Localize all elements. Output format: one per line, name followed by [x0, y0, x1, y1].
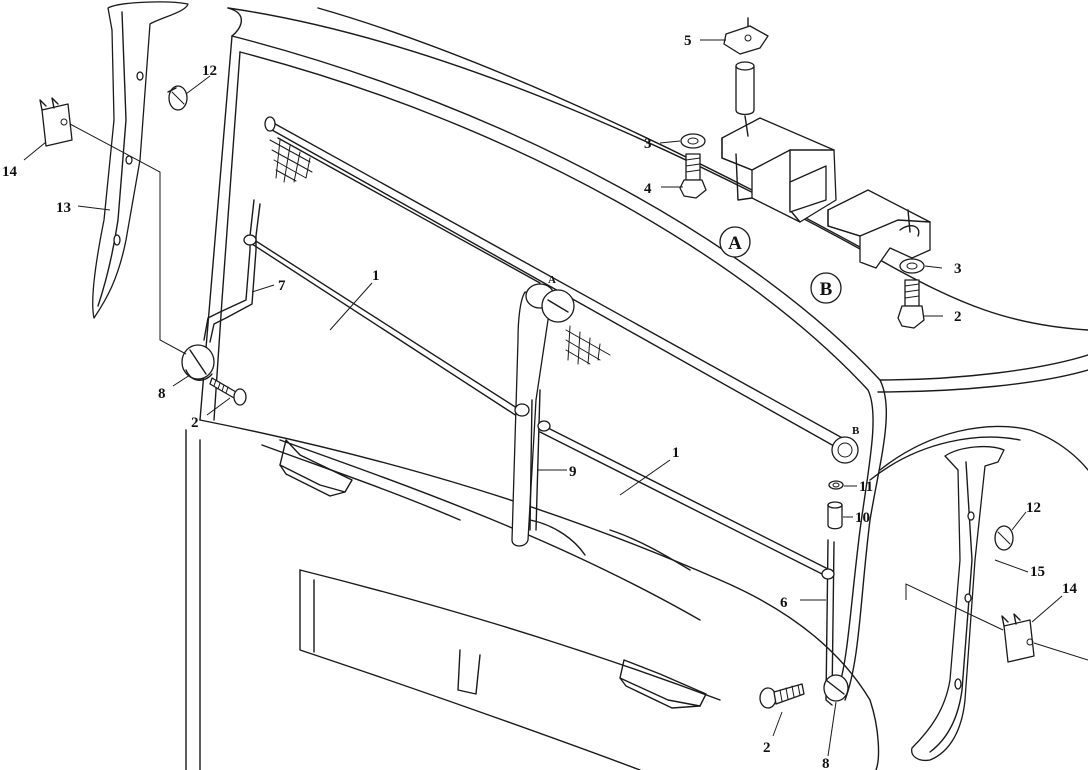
callout-3-detail-b: 3 — [954, 261, 962, 277]
body-lower-panels — [185, 419, 1088, 770]
callout-4: 4 — [644, 181, 652, 197]
callout-14-right: 14 — [1062, 581, 1078, 597]
left-pillar-trim — [92, 1, 189, 319]
spacer-part-10 — [827, 501, 843, 530]
right-pillar-trim — [911, 445, 1005, 762]
callout-12-right: 12 — [1026, 500, 1041, 516]
callout-14-left: 14 — [2, 164, 18, 180]
detail-a-washer-part-3 — [680, 133, 706, 149]
callout-5: 5 — [684, 33, 692, 49]
cross-bar-left — [247, 235, 521, 419]
detail-b-circle-label: B — [820, 279, 833, 300]
callout-12-left: 12 — [202, 63, 217, 79]
detail-a-circle-label: A — [728, 233, 742, 254]
detail-a-spacer — [735, 61, 755, 137]
right-mount-part-8 — [823, 674, 849, 702]
dash-handles — [279, 439, 707, 709]
washer-part-11 — [828, 480, 844, 490]
callout-9: 9 — [569, 464, 577, 480]
callout-8-right: 8 — [822, 756, 830, 770]
detail-a-circle — [719, 226, 751, 258]
callout-1-left: 1 — [372, 268, 380, 284]
left-mount-part-8 — [181, 344, 215, 381]
leader-lines — [23, 39, 1088, 757]
right-screw-part-2 — [759, 683, 805, 709]
left-hook-rod — [203, 199, 261, 343]
cross-bar-right — [539, 423, 831, 579]
net-mesh-center — [565, 325, 611, 365]
detail-b-circle — [810, 272, 842, 304]
callout-labels: 1 1 2 2 2 3 3 4 5 6 7 8 8 9 10 11 12 12 … — [2, 33, 1078, 770]
clip-part-14-left — [39, 97, 73, 147]
callout-11: 11 — [859, 479, 873, 495]
callout-13: 13 — [56, 200, 71, 216]
callout-8-left: 8 — [158, 386, 166, 402]
callout-2-detail-b: 2 — [954, 309, 962, 325]
callout-2-left-screw: 2 — [191, 415, 199, 431]
callout-6: 6 — [780, 595, 788, 611]
detail-b-washer-part-3 — [899, 258, 925, 274]
detail-a-bolt-part-4 — [679, 153, 707, 199]
detail-a-nut-part-5 — [723, 17, 769, 55]
callout-10: 10 — [855, 510, 870, 526]
callout-1-right: 1 — [672, 445, 680, 461]
plug-part-12-left — [167, 85, 188, 111]
plug-part-12-right — [994, 525, 1014, 551]
detail-a-block — [721, 117, 837, 223]
callout-3-detail-a: 3 — [644, 136, 652, 152]
net-mesh-left — [269, 139, 313, 183]
callout-15: 15 — [1030, 564, 1045, 580]
detail-markers: A B A B — [548, 226, 860, 437]
detail-a-ref: A — [548, 274, 556, 286]
detail-b-ref: B — [852, 425, 860, 437]
detail-b-block — [827, 189, 931, 269]
callout-7: 7 — [278, 278, 286, 294]
center-bracket — [511, 283, 575, 547]
clip-part-14-right — [1001, 613, 1035, 663]
callout-2-right-screw: 2 — [763, 740, 771, 756]
detail-b-bolt-part-2 — [897, 279, 925, 329]
left-screw-part-2 — [209, 377, 247, 406]
window-frame — [199, 35, 1088, 701]
right-hook-rod — [821, 436, 859, 706]
